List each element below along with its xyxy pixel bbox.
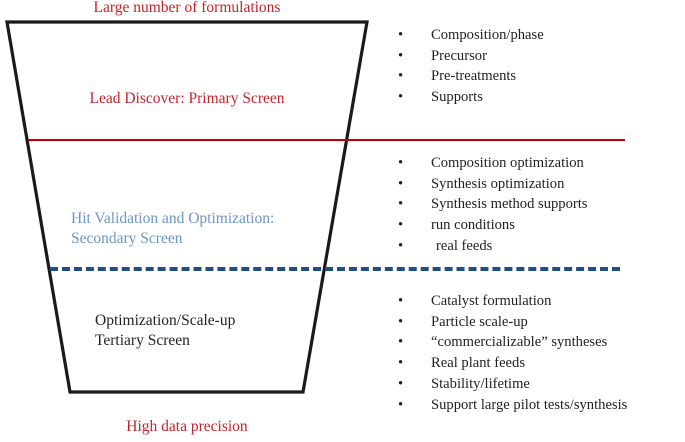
bullet-point-icon: • xyxy=(398,396,404,413)
bullet-point-icon: • xyxy=(398,196,404,213)
bullet-label: Synthesis method supports xyxy=(431,196,588,213)
bullet-label: Composition optimization xyxy=(431,155,584,171)
bullet-point-icon: • xyxy=(398,89,404,106)
bullet-label: Real plant feeds xyxy=(431,355,526,372)
stage-label-tertiary-line2: Tertiary Screen xyxy=(95,332,190,350)
bullet-item: • Supports xyxy=(398,87,544,108)
bullet-item: • real feeds xyxy=(398,236,587,257)
bullet-item: • Composition optimization xyxy=(398,153,587,174)
bullet-label: Supports xyxy=(431,89,483,106)
bullet-item: • “commercializable” syntheses xyxy=(398,332,627,353)
stage-label-tertiary-line1: Optimization/Scale-up xyxy=(95,312,236,329)
bullet-item: • Precursor xyxy=(398,46,544,67)
top-caption: Large number of formulations xyxy=(93,0,281,16)
bullet-point-icon: • xyxy=(398,27,404,43)
primary-secondary-divider xyxy=(28,139,625,141)
bullet-item: • Composition/phase xyxy=(398,25,544,46)
bullet-point-icon: • xyxy=(398,334,404,351)
bullet-label: run conditions xyxy=(431,217,515,234)
stage-label-secondary-line2: Secondary Screen xyxy=(71,230,183,248)
bullet-item: • Pre-treatments xyxy=(398,66,544,87)
bullet-point-icon: • xyxy=(398,155,404,171)
stage-label-primary: Lead Discover: Primary Screen xyxy=(89,90,285,107)
bottom-caption: High data precision xyxy=(126,418,248,435)
stage-label-secondary: Hit Validation and Optimization: Seconda… xyxy=(71,209,274,249)
bullet-list-primary: • Composition/phase • Precursor • Pre-tr… xyxy=(398,25,544,108)
bullet-point-icon: • xyxy=(398,175,404,192)
stage-label-secondary-line1: Hit Validation and Optimization: xyxy=(71,210,275,227)
bullet-label: Composition/phase xyxy=(431,27,544,43)
bullet-label: Precursor xyxy=(431,47,487,64)
bullet-label: Synthesis optimization xyxy=(431,175,565,192)
bullet-label: Pre-treatments xyxy=(431,68,517,85)
bullet-item: • Stability/lifetime xyxy=(398,374,627,395)
bullet-point-icon: • xyxy=(398,217,404,234)
bullet-point-icon: • xyxy=(398,68,404,85)
bullet-point-icon: • xyxy=(398,355,404,372)
bullet-point-icon: • xyxy=(398,293,404,309)
bullet-label: real feeds xyxy=(436,237,493,254)
bullet-point-icon: • xyxy=(398,313,404,330)
bullet-item: • Particle scale-up xyxy=(398,312,627,333)
bullet-item: • Support large pilot tests/synthesis xyxy=(398,395,627,416)
bullet-list-secondary: • Composition optimization • Synthesis o… xyxy=(398,153,587,257)
bullet-label: Particle scale-up xyxy=(431,313,528,330)
bullet-point-icon: • xyxy=(398,375,404,392)
bullet-item: • run conditions xyxy=(398,215,587,236)
secondary-tertiary-divider xyxy=(50,267,620,271)
bullet-label: “commercializable” syntheses xyxy=(431,334,608,351)
bullet-item: • Synthesis optimization xyxy=(398,174,587,195)
bullet-point-icon: • xyxy=(398,237,404,254)
bullet-label: Support large pilot tests/synthesis xyxy=(431,396,628,413)
bullet-point-icon: • xyxy=(398,47,404,64)
bullet-label: Catalyst formulation xyxy=(431,293,552,309)
stage-label-tertiary: Optimization/Scale-up Tertiary Screen xyxy=(95,311,235,351)
bullet-item: • Synthesis method supports xyxy=(398,194,587,215)
bullet-item: • Real plant feeds xyxy=(398,353,627,374)
bullet-list-tertiary: • Catalyst formulation • Particle scale-… xyxy=(398,291,627,415)
funnel-trapezoid xyxy=(5,20,369,394)
bullet-label: Stability/lifetime xyxy=(431,375,530,392)
bullet-item: • Catalyst formulation xyxy=(398,291,627,312)
